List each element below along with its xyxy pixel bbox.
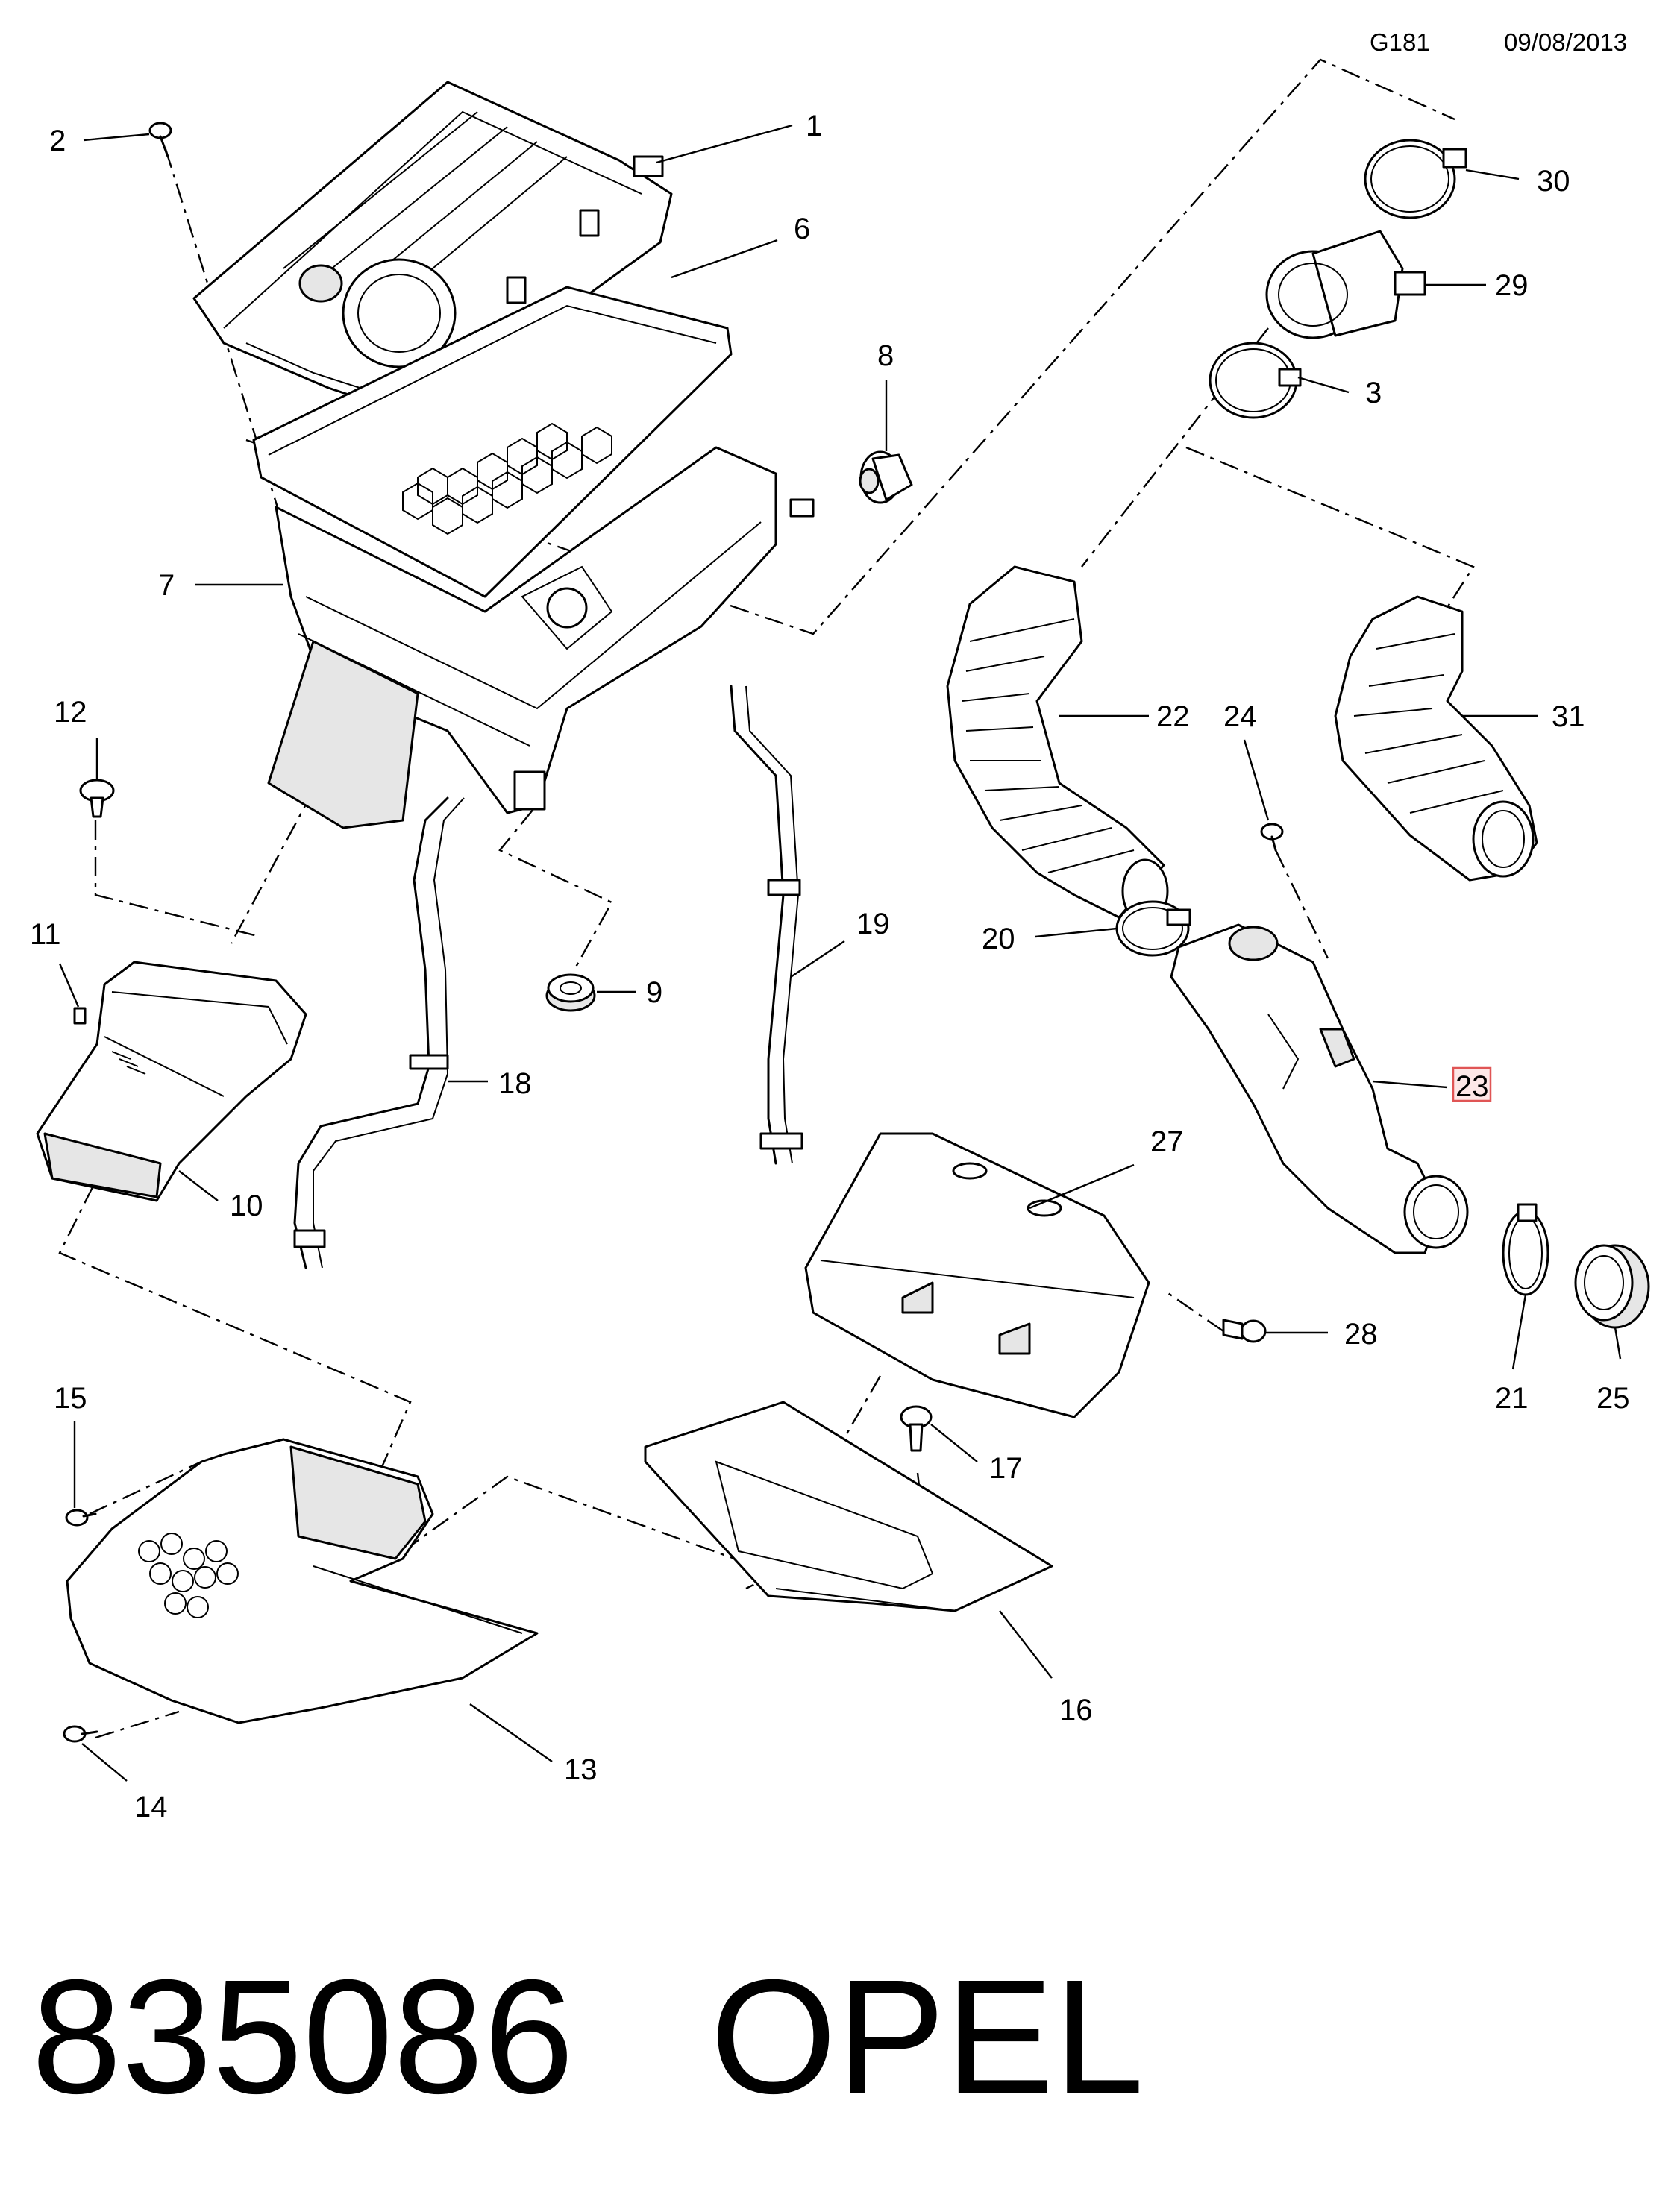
callout-15: 15 [54, 1382, 87, 1415]
callout-23-highlight [1452, 1066, 1492, 1102]
air-cleaner-cover [192, 81, 673, 419]
breather-hose-18 [293, 796, 465, 1269]
corrugated-hose-22 [946, 565, 1169, 924]
callout-22: 22 [1156, 700, 1190, 733]
callout-1: 1 [806, 110, 822, 142]
callout-labels: 1 2 3 6 7 8 9 10 11 12 13 14 15 16 17 18… [30, 110, 1630, 1823]
callout-7: 7 [158, 569, 175, 602]
leader-lines [58, 124, 1622, 1782]
callout-19: 19 [856, 908, 890, 940]
callout-2: 2 [49, 125, 66, 157]
callout-18: 18 [498, 1067, 532, 1100]
callout-16: 16 [1059, 1694, 1093, 1726]
air-duct-10 [36, 961, 307, 1202]
diagram-code: G181 [1370, 28, 1430, 56]
callout-24: 24 [1223, 700, 1257, 733]
part-number: 835086 [31, 1947, 574, 2128]
panel-16 [644, 1401, 1053, 1612]
screw-15 [65, 1509, 97, 1527]
callout-23: 23 [1455, 1070, 1489, 1103]
callout-28: 28 [1344, 1318, 1378, 1351]
clamp-3 [1209, 342, 1302, 419]
breather-hose-19 [730, 685, 803, 1165]
callout-14: 14 [134, 1791, 168, 1823]
callout-30: 30 [1537, 165, 1570, 198]
screw-14 [63, 1725, 98, 1743]
clip-12 [79, 779, 115, 818]
callout-9: 9 [646, 976, 662, 1009]
grommet-8 [859, 450, 913, 504]
callout-21: 21 [1495, 1382, 1529, 1415]
callout-10: 10 [230, 1190, 263, 1222]
intake-hose-31 [1334, 595, 1538, 882]
callout-20: 20 [982, 923, 1015, 955]
callout-6: 6 [794, 213, 810, 245]
callout-8: 8 [877, 339, 894, 372]
air-cleaner-lower-housing [267, 446, 815, 829]
tag-11 [73, 1007, 87, 1025]
seal-ring-25 [1574, 1244, 1650, 1329]
clamp-21 [1502, 1203, 1549, 1296]
clip-17 [900, 1405, 933, 1452]
air-guide-13-honeycomb [138, 1533, 239, 1618]
heat-shield-27 [804, 1132, 1150, 1418]
callout-13: 13 [564, 1753, 598, 1786]
intake-duct-23 [1170, 923, 1469, 1254]
screw-2 [148, 122, 172, 158]
brand-name: OPEL [710, 1947, 1144, 2128]
mass-air-flow-sensor-29 [1265, 230, 1426, 339]
callout-31: 31 [1552, 700, 1585, 733]
callout-29: 29 [1495, 269, 1529, 302]
bolt-28 [1222, 1319, 1267, 1343]
callout-25: 25 [1596, 1382, 1630, 1415]
filter-honeycomb [402, 422, 612, 535]
callout-11: 11 [30, 918, 61, 951]
callout-12: 12 [54, 696, 87, 729]
callout-17: 17 [989, 1452, 1023, 1485]
air-guide-13 [66, 1438, 539, 1724]
clamp-20 [1115, 900, 1191, 957]
diagram-date: 09/08/2013 [1504, 28, 1627, 56]
bolt-24 [1260, 823, 1284, 852]
air-filter-element [252, 286, 733, 598]
callout-27: 27 [1150, 1125, 1184, 1158]
grommet-9 [545, 973, 596, 1012]
clamp-30 [1364, 139, 1467, 219]
callout-3: 3 [1365, 377, 1382, 409]
